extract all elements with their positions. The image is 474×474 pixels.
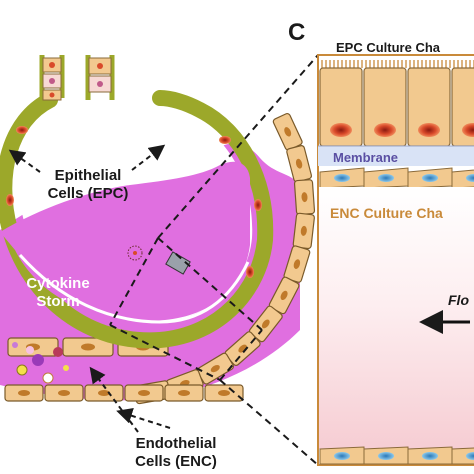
epc-nucleus bbox=[330, 123, 352, 137]
epc-nucleus bbox=[16, 126, 28, 134]
epithelial-label: Epithelial bbox=[55, 167, 122, 184]
cytokine-label: Storm bbox=[36, 293, 79, 310]
enc-wall-cell bbox=[124, 384, 164, 402]
enc-wall-cell bbox=[292, 212, 315, 250]
enc-bottom-layer bbox=[319, 446, 474, 465]
pointer-arrows bbox=[8, 144, 171, 433]
enc-top-layer bbox=[319, 167, 474, 189]
enc-wall-cell bbox=[268, 276, 300, 315]
chip-inset-icon bbox=[165, 251, 191, 275]
enc-nucleus bbox=[378, 452, 394, 460]
endothelial-label: Cells (ENC) bbox=[135, 453, 217, 470]
epc-nucleus bbox=[219, 136, 231, 144]
flow-label: Flo bbox=[448, 292, 469, 308]
epc-cell-layer bbox=[319, 67, 474, 147]
epithelial-cells bbox=[6, 126, 262, 278]
enc-wall-cell bbox=[293, 179, 316, 216]
epc-nucleus bbox=[246, 266, 254, 278]
immune-cells bbox=[12, 245, 143, 384]
endothelial-label: Endothelial bbox=[136, 435, 217, 452]
enc-cell bbox=[451, 447, 474, 465]
alveolar-outer-wall bbox=[0, 90, 274, 349]
enc-nucleus bbox=[466, 452, 474, 460]
enc-cell bbox=[451, 169, 474, 189]
enc-wall-cell bbox=[204, 384, 244, 402]
epc-microvilli bbox=[321, 60, 474, 68]
enc-wall-cell bbox=[164, 384, 204, 402]
enc-channel-label: ENC Culture Cha bbox=[330, 205, 443, 221]
enc-wall-cell bbox=[286, 145, 313, 183]
membrane bbox=[318, 146, 474, 166]
airway-right bbox=[85, 55, 115, 100]
enc-wall-cell bbox=[272, 112, 303, 151]
enc-nucleus bbox=[422, 174, 438, 182]
epc-nucleus bbox=[462, 123, 474, 137]
enc-nucleus bbox=[334, 452, 350, 460]
airway-left bbox=[39, 55, 65, 101]
endothelial-wall bbox=[4, 112, 316, 405]
epithelial-label: Cells (EPC) bbox=[48, 185, 129, 202]
enc-wall-cell bbox=[4, 384, 44, 402]
epc-nucleus bbox=[418, 123, 440, 137]
epc-nucleus bbox=[374, 123, 396, 137]
enc-wall-cell bbox=[44, 384, 84, 402]
membrane-label: Membrane bbox=[333, 150, 398, 165]
epc-nucleus bbox=[254, 199, 262, 211]
enc-nucleus bbox=[334, 174, 350, 182]
enc-nucleus bbox=[378, 174, 394, 182]
enc-wall-cell bbox=[84, 384, 124, 402]
zoom-lines bbox=[109, 54, 319, 466]
enc-nucleus bbox=[466, 174, 474, 182]
epc-nucleus bbox=[6, 194, 14, 206]
cytokine-label: Cytokine bbox=[26, 275, 89, 292]
enc-wall-cell bbox=[62, 337, 114, 357]
enc-nucleus bbox=[422, 452, 438, 460]
epc-channel-label: EPC Culture Cha bbox=[336, 40, 441, 55]
tissue-bulge bbox=[0, 161, 250, 321]
alveolar-fold bbox=[18, 254, 250, 324]
enc-channel bbox=[319, 187, 474, 449]
panel-letter: C bbox=[288, 19, 305, 46]
